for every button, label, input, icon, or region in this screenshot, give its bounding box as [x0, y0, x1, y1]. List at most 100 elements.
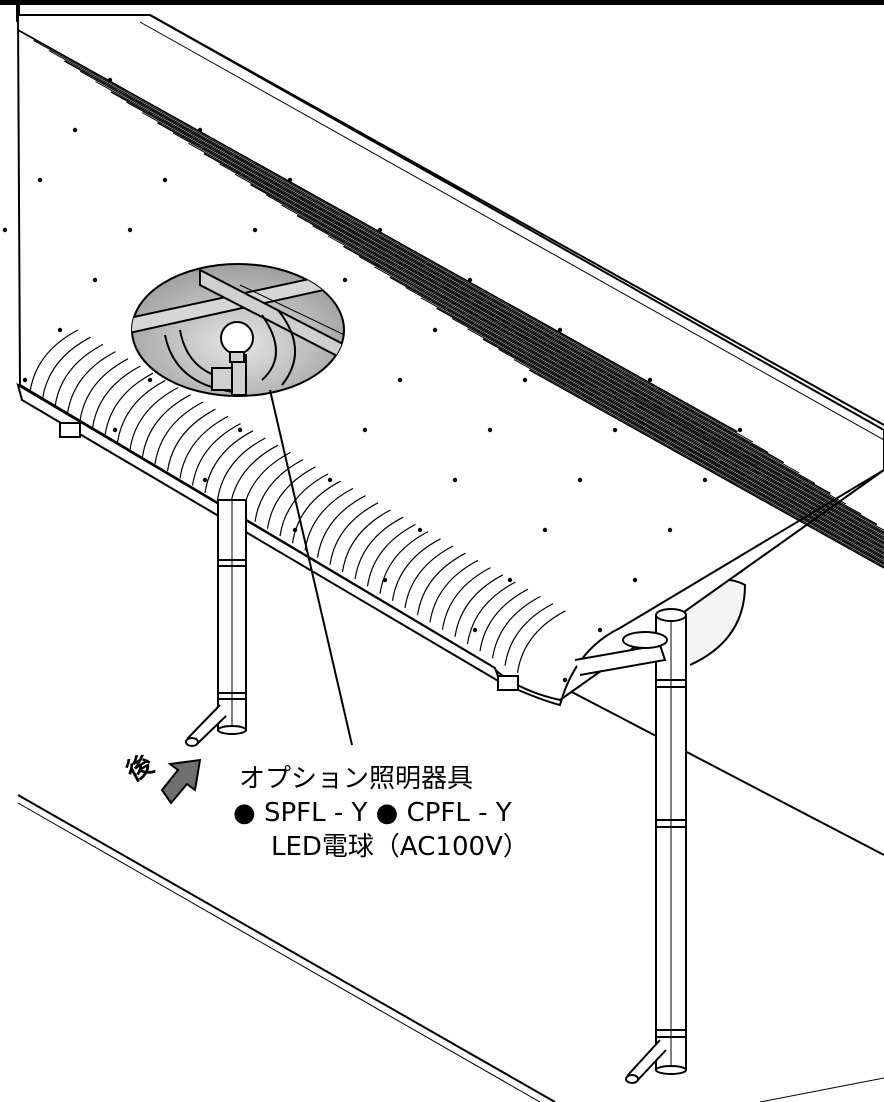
eave-rib-curve	[91, 365, 141, 429]
roof-rib-line	[436, 307, 884, 559]
eave-rib-curve	[404, 545, 454, 609]
eave-rib-curve	[291, 480, 341, 544]
roof-screw	[647, 377, 653, 383]
eave-rib-curve	[329, 502, 379, 565]
eave-rib-curve	[366, 523, 416, 587]
roof-screw	[57, 327, 63, 333]
roof-screw	[397, 377, 403, 383]
roof-screw	[597, 627, 603, 633]
roof-screw	[37, 177, 43, 183]
roof-screw	[112, 427, 118, 433]
roof-rib-line	[110, 91, 831, 495]
roof-screw	[542, 527, 548, 533]
eave-rib-curve	[379, 531, 429, 594]
roof-rib-line	[529, 369, 884, 569]
roof-screw	[292, 527, 298, 533]
roof-screw	[702, 477, 708, 483]
callout-leader-line	[269, 389, 353, 746]
roof-rib-line	[17, 29, 738, 433]
eave-rib-curve	[129, 387, 179, 450]
roof-rib-line	[48, 50, 769, 453]
light-bulb-icon	[220, 321, 254, 363]
roof-rib-line	[250, 183, 884, 540]
roof-screw	[452, 477, 458, 483]
roof-screw	[577, 477, 583, 483]
roof-screw	[632, 577, 638, 583]
eave-rib-curve	[104, 372, 154, 436]
roof-rib-line	[312, 225, 884, 546]
roof-rib-line	[467, 328, 884, 562]
roof-rib-line	[405, 287, 884, 556]
roof-screw	[467, 277, 473, 283]
roof-rib-line	[327, 235, 884, 548]
roof-rib-line	[296, 214, 884, 544]
eave-rib-curve	[416, 552, 466, 616]
roof-screw	[522, 377, 528, 383]
arrow-up-right-icon	[160, 758, 202, 805]
roof-screw	[342, 277, 348, 283]
roof-screw	[252, 227, 258, 233]
roof-screw	[487, 427, 493, 433]
roof-screw	[417, 527, 423, 533]
roof-screw	[237, 427, 243, 433]
roof-screw	[562, 677, 568, 683]
eave-rib-curve	[166, 408, 216, 472]
eave-rib-curve	[316, 495, 366, 558]
roof-rib-line	[420, 297, 884, 557]
roof-rib-line	[234, 173, 884, 538]
roof-rib-line	[172, 132, 884, 531]
callout-bulb-spec: LED電球（AC100V）	[271, 832, 529, 862]
floor-slab	[17, 664, 884, 1102]
roof-screw	[507, 577, 513, 583]
eave-rib-curve	[391, 538, 441, 601]
magnified-light-detail	[131, 263, 345, 397]
roof-corrugation-lines	[17, 29, 884, 569]
roof-curved-eave	[29, 329, 566, 673]
eave-rib-curve	[204, 430, 254, 493]
roof-rib-line	[482, 338, 884, 564]
eave-rib-curve	[179, 415, 229, 479]
roof-rib-line	[188, 142, 884, 533]
roof-rib-line	[219, 163, 884, 536]
roof-screw	[287, 177, 293, 183]
eave-rib-curve	[41, 336, 91, 400]
eave-rib-curve	[354, 516, 404, 580]
eave-rib-curve	[304, 487, 354, 551]
roof-rib-line	[157, 122, 878, 526]
roof-screw	[667, 527, 673, 533]
right-support-post	[574, 608, 687, 1084]
roof-rib-line	[126, 101, 847, 505]
left-support-post	[185, 499, 247, 747]
roof-rib-line	[203, 152, 884, 535]
roof-rib-line	[374, 266, 884, 552]
roof-rib-line	[343, 245, 884, 549]
roof-rib-line	[265, 194, 884, 541]
eave-rib-curve	[466, 581, 516, 645]
roof-screw	[197, 127, 203, 133]
fascia-joints	[59, 422, 519, 691]
light-fixture-callout: オプション照明器具 ● SPFL - Y ● CPFL - Y LED電球（AC…	[233, 762, 613, 864]
eave-rib-curve	[141, 394, 191, 457]
eave-rib-curve	[479, 588, 529, 652]
eave-rib-curve	[254, 459, 304, 522]
roof-rib-line	[33, 39, 754, 443]
roof-rib-line	[141, 111, 862, 515]
roof-screw	[557, 327, 563, 333]
roof-screw	[382, 577, 388, 583]
eave-rib-curve	[154, 401, 204, 465]
roof-screw	[202, 477, 208, 483]
roof-screw	[147, 377, 153, 383]
eave-rib-curve	[516, 610, 566, 673]
roof-rib-line	[281, 204, 884, 543]
roof-screw	[737, 427, 743, 433]
roof-rib-line	[64, 60, 785, 464]
roof-screw	[612, 427, 618, 433]
roof-screw	[377, 227, 383, 233]
eave-rib-curve	[491, 595, 541, 659]
eave-rib-curve	[116, 379, 166, 443]
roof-screw	[2, 227, 8, 233]
roof-screw	[127, 227, 133, 233]
eave-rib-curve	[429, 559, 479, 623]
roof-screw	[92, 277, 98, 283]
